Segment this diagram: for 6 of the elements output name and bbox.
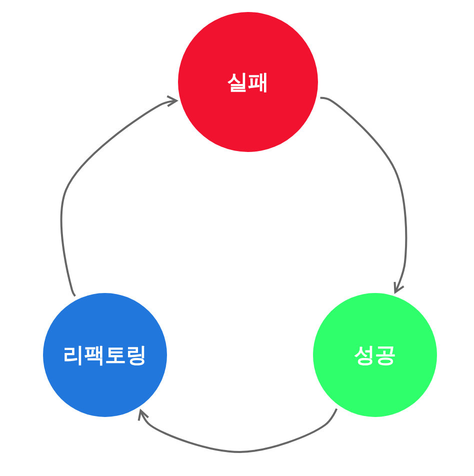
node-label: 실패 xyxy=(227,69,269,96)
node-label: 리팩토링 xyxy=(63,342,147,369)
curved-arrow xyxy=(320,96,408,294)
curved-arrow xyxy=(60,95,178,297)
curved-arrow xyxy=(138,408,338,453)
node-label: 성공 xyxy=(354,342,396,369)
